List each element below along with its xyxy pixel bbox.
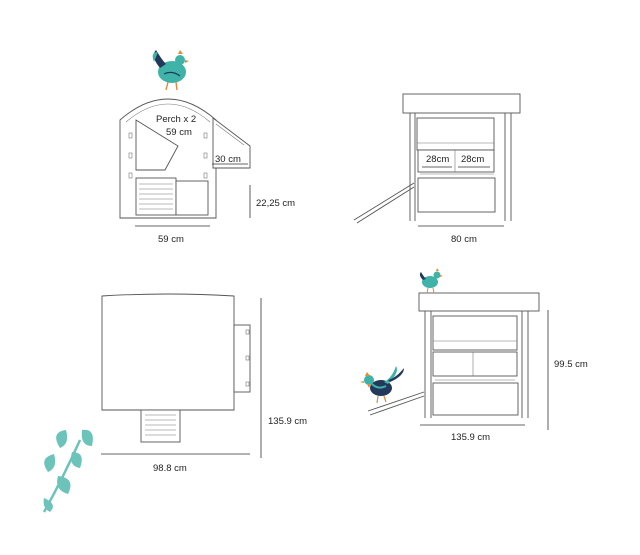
perch-count-label: Perch x 2 bbox=[156, 114, 196, 125]
top-height-label: 135.9 cm bbox=[268, 416, 307, 427]
ladder-length-label: 30 cm bbox=[215, 154, 241, 165]
inner-right-label: 28cm bbox=[461, 154, 484, 165]
full-height-label: 99.5 cm bbox=[554, 359, 588, 370]
hen-icon-top bbox=[152, 50, 189, 91]
bird-icon-small bbox=[419, 268, 443, 294]
front-view: 28cm 28cm 80 cm bbox=[353, 93, 521, 245]
front-width-label: 80 cm bbox=[451, 234, 477, 245]
top-depth-label: 98.8 cm bbox=[153, 463, 187, 474]
inner-left-label: 28cm bbox=[426, 154, 449, 165]
nest-height-label: 22,25 cm bbox=[256, 198, 295, 209]
side-width-label: 59 cm bbox=[158, 234, 184, 245]
leaf-sprig-icon bbox=[42, 429, 93, 513]
rooster-icon bbox=[360, 366, 404, 404]
perch-length-label: 59 cm bbox=[166, 127, 192, 138]
full-view: 135.9 cm 99.5 cm bbox=[367, 292, 588, 443]
side-view: 30 cm 22,25 cm 59 cm Perch x 2 59 cm bbox=[119, 98, 295, 245]
full-width-label: 135.9 cm bbox=[451, 432, 490, 443]
top-view: 135.9 cm 98.8 cm bbox=[101, 293, 307, 474]
